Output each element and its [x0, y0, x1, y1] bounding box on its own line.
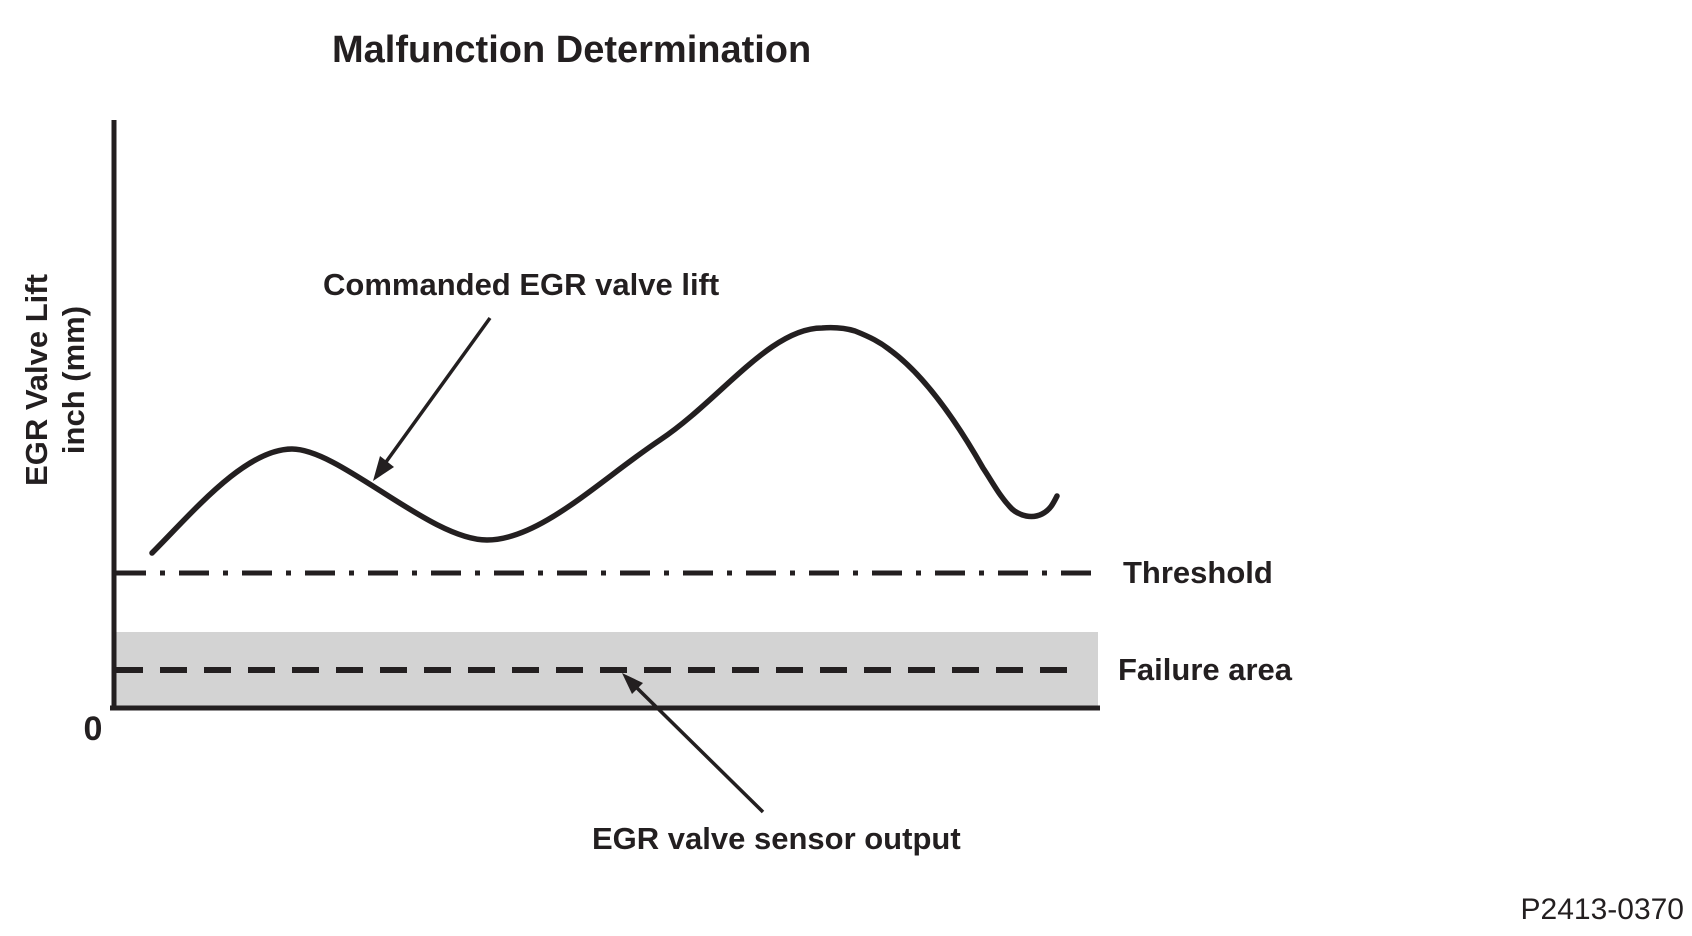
- failure-area-label: Failure area: [1118, 652, 1293, 687]
- sensor-output-label: EGR valve sensor output: [592, 821, 961, 856]
- y-axis-label: EGR Valve Lift inch (mm): [19, 274, 91, 486]
- commanded-curve-arrow: [373, 316, 492, 481]
- sensor-output-arrow: [622, 673, 765, 814]
- commanded-egr-curve: [149, 324, 1060, 556]
- figure-id: P2413-0370: [1521, 893, 1684, 926]
- sensor-output-arrow-shaft: [633, 684, 765, 814]
- origin-zero-label: 0: [84, 710, 103, 748]
- commanded-curve-arrowhead-icon: [373, 456, 394, 481]
- y-axis-label-line1: EGR Valve Lift: [19, 274, 54, 486]
- y-axis-label-line2: inch (mm): [56, 306, 91, 454]
- threshold-label: Threshold: [1123, 555, 1273, 590]
- page-title: Malfunction Determination: [332, 29, 811, 71]
- commanded-curve-label: Commanded EGR valve lift: [323, 267, 719, 302]
- commanded-curve-arrow-shaft: [384, 316, 492, 464]
- sensor-output-arrowhead-icon: [622, 673, 643, 694]
